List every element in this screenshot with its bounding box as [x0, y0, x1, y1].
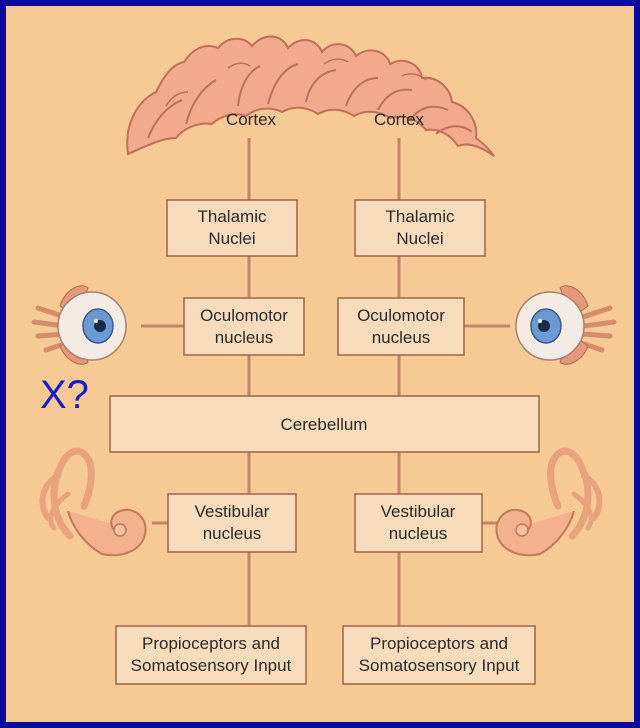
diagram-canvas: Cortex Cortex Thalamic Nuclei Thalamic N… — [6, 6, 634, 722]
question-annotation: X? — [40, 373, 89, 417]
diagram-svg: Cortex Cortex Thalamic Nuclei Thalamic N… — [6, 6, 634, 722]
vestibular-left-line2: nucleus — [203, 524, 262, 543]
oculomotor-nucleus-box-right: Oculomotor nucleus — [338, 298, 464, 355]
vestibular-nucleus-box-left: Vestibular nucleus — [168, 494, 296, 552]
thalamic-right-line2: Nuclei — [396, 229, 443, 248]
oculomotor-right-line1: Oculomotor — [357, 306, 445, 325]
thalamic-left-line1: Thalamic — [198, 207, 267, 226]
oculomotor-left-line2: nucleus — [215, 328, 274, 347]
oculomotor-left-line1: Oculomotor — [200, 306, 288, 325]
cerebellum-box: Cerebellum — [110, 396, 539, 452]
thalamic-nuclei-box-right: Thalamic Nuclei — [355, 200, 485, 256]
proprioceptors-box-left: Propioceptors and Somatosensory Input — [116, 626, 306, 684]
inner-ear-icon-left — [43, 451, 146, 555]
vestibular-nucleus-box-right: Vestibular nucleus — [355, 494, 482, 552]
cortex-label-right: Cortex — [374, 110, 425, 129]
cortex-label-left: Cortex — [226, 110, 277, 129]
proprio-right-line1: Propioceptors and — [370, 634, 508, 653]
eye-icon-right — [516, 286, 614, 365]
cortex-illustration — [127, 36, 494, 156]
proprioceptors-box-right: Propioceptors and Somatosensory Input — [343, 626, 535, 684]
vestibular-left-line1: Vestibular — [195, 502, 270, 521]
thalamic-left-line2: Nuclei — [208, 229, 255, 248]
thalamic-nuclei-box-left: Thalamic Nuclei — [167, 200, 297, 256]
eye-icon-left — [34, 286, 126, 365]
inner-ear-icon-right — [496, 451, 599, 555]
oculomotor-right-line2: nucleus — [372, 328, 431, 347]
proprio-right-line2: Somatosensory Input — [359, 656, 520, 675]
vestibular-right-line1: Vestibular — [381, 502, 456, 521]
vestibular-right-line2: nucleus — [389, 524, 448, 543]
oculomotor-nucleus-box-left: Oculomotor nucleus — [184, 298, 304, 355]
proprio-left-line1: Propioceptors and — [142, 634, 280, 653]
proprio-left-line2: Somatosensory Input — [131, 656, 292, 675]
cerebellum-label: Cerebellum — [281, 415, 368, 434]
thalamic-right-line1: Thalamic — [386, 207, 455, 226]
